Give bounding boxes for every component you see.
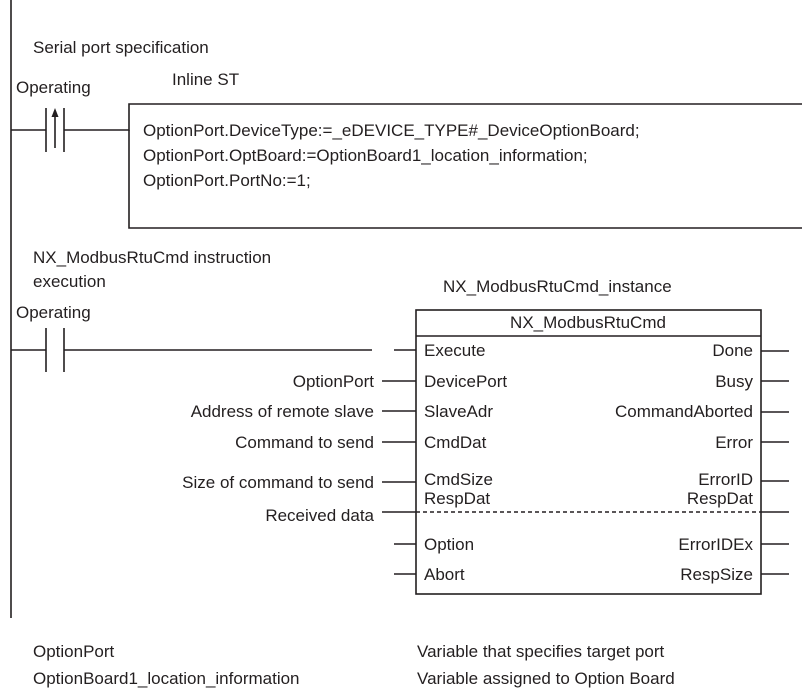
rung2-contact-label: Operating bbox=[16, 303, 91, 322]
legend-variable: OptionPort bbox=[33, 642, 115, 661]
legend-description: Variable assigned to Option Board bbox=[417, 669, 675, 688]
input-pin-label: CmdDat bbox=[424, 433, 487, 452]
output-pin-label: Error bbox=[715, 433, 753, 452]
input-pins: Execute DevicePort OptionPort SlaveAdr A… bbox=[182, 341, 507, 584]
rung1-contact-label: Operating bbox=[16, 78, 91, 97]
rung2-comment: NX_ModbusRtuCmd instruction bbox=[33, 248, 271, 267]
legend-variable: OptionBoard1_location_information bbox=[33, 669, 300, 688]
inout-pin-out-label: RespDat bbox=[687, 489, 753, 508]
inline-st-box: OptionPort.DeviceType:=_eDEVICE_TYPE#_De… bbox=[143, 121, 640, 190]
output-pin-label: RespSize bbox=[680, 565, 753, 584]
fb-name: NX_ModbusRtuCmd bbox=[510, 313, 666, 332]
input-argument: Address of remote slave bbox=[191, 402, 374, 421]
function-block: NX_ModbusRtuCmd bbox=[415, 309, 762, 595]
input-pin-label: Execute bbox=[424, 341, 485, 360]
rung2-comment: execution bbox=[33, 272, 106, 291]
input-pin-label: Option bbox=[424, 535, 474, 554]
input-pin-label: SlaveAdr bbox=[424, 402, 493, 421]
output-pin-label: ErrorID bbox=[698, 470, 753, 489]
inline-st-title: Inline ST bbox=[172, 70, 239, 89]
input-argument: OptionPort bbox=[293, 372, 375, 391]
input-pin-label: DevicePort bbox=[424, 372, 507, 391]
st-line: OptionPort.OptBoard:=OptionBoard1_locati… bbox=[143, 146, 588, 165]
inout-pin-in-label: RespDat bbox=[424, 489, 490, 508]
output-pins: Done Busy CommandAborted Error ErrorID E… bbox=[615, 341, 789, 584]
inout-argument: Received data bbox=[265, 506, 374, 525]
input-argument: Size of command to send bbox=[182, 473, 374, 492]
output-pin-label: Done bbox=[712, 341, 753, 360]
legend-description: Variable that specifies target port bbox=[417, 642, 665, 661]
output-pin-label: CommandAborted bbox=[615, 402, 753, 421]
st-line: OptionPort.PortNo:=1; bbox=[143, 171, 311, 190]
input-pin-label: CmdSize bbox=[424, 470, 493, 489]
input-pin-label: Abort bbox=[424, 565, 465, 584]
rung1-up-edge-contact bbox=[11, 103, 802, 229]
variable-legend: OptionPort Variable that specifies targe… bbox=[33, 642, 675, 688]
st-line: OptionPort.DeviceType:=_eDEVICE_TYPE#_De… bbox=[143, 121, 640, 140]
instance-name: NX_ModbusRtuCmd_instance bbox=[443, 277, 672, 296]
output-pin-label: Busy bbox=[715, 372, 753, 391]
rung1-comment: Serial port specification bbox=[33, 38, 209, 57]
rung2-no-contact bbox=[11, 328, 372, 372]
inout-pin: RespDat RespDat Received data bbox=[265, 489, 789, 525]
input-argument: Command to send bbox=[235, 433, 374, 452]
output-pin-label: ErrorIDEx bbox=[678, 535, 753, 554]
